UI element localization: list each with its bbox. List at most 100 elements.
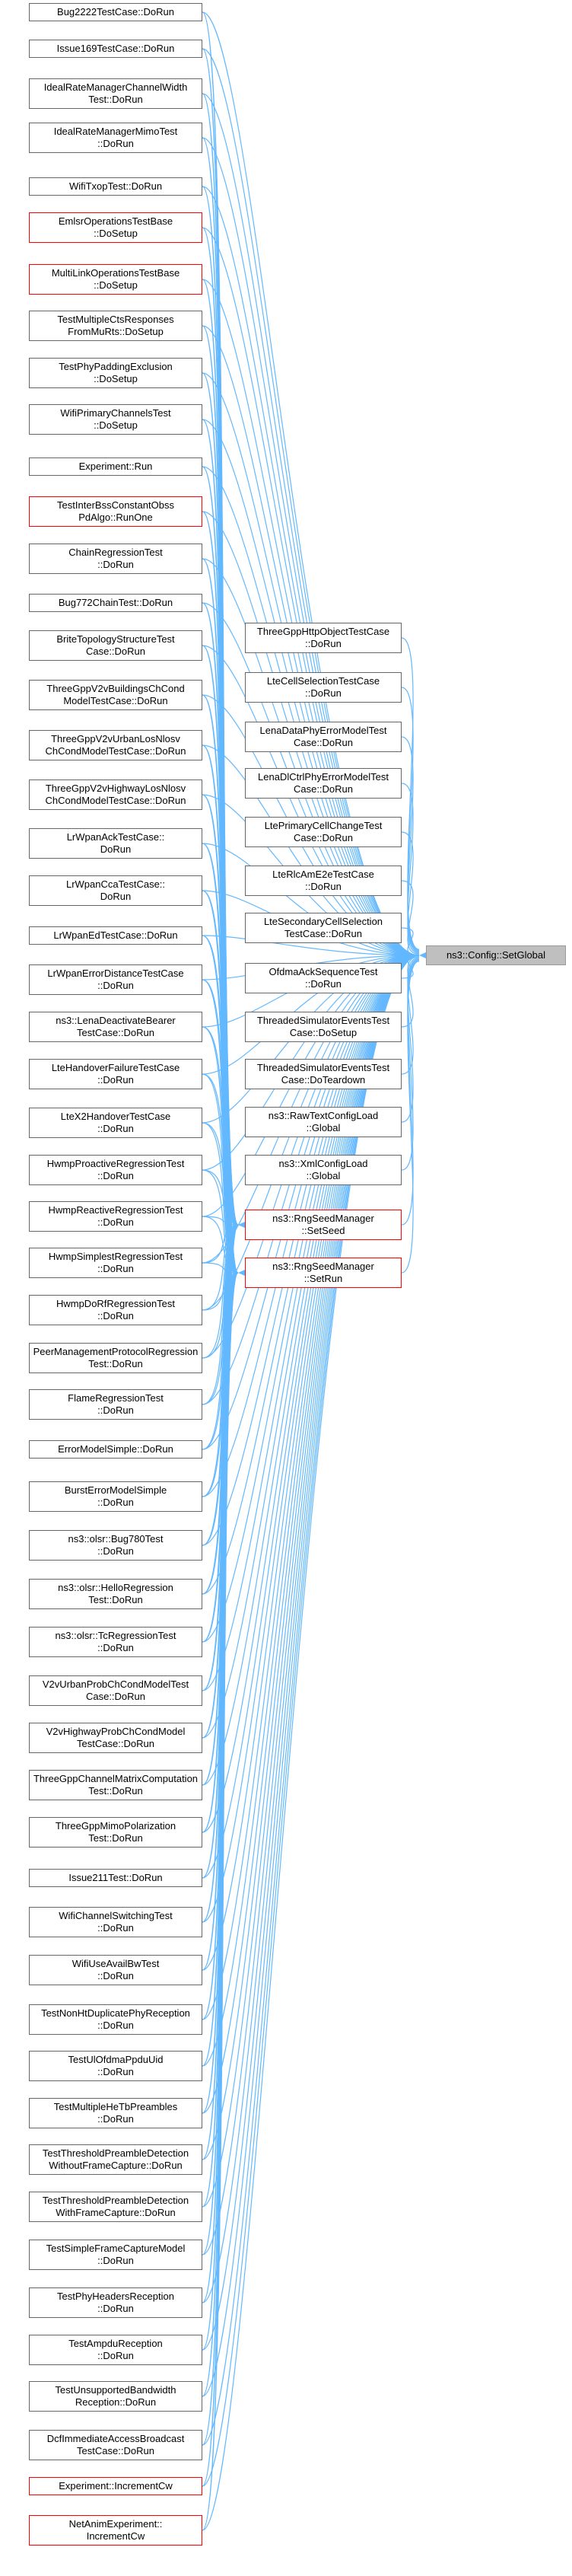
edge-caller-to-target [202,186,420,956]
caller-node[interactable]: Experiment::Run [29,457,202,476]
caller-node[interactable]: ThreeGppV2vHighwayLosNlosv ChCondModelTe… [29,779,202,810]
middle-node[interactable]: ns3::RngSeedManager ::SetSeed [245,1210,402,1240]
arrowhead-setrun [238,1270,245,1276]
edge-caller-to-setseed [202,1224,239,1405]
middle-node[interactable]: LteSecondaryCellSelection TestCase::DoRu… [245,913,402,943]
edge-caller-to-setseed [202,1224,239,1264]
caller-node[interactable]: ns3::olsr::HelloRegression Test::DoRun [29,1579,202,1609]
caller-node[interactable]: DcfImmediateAccessBroadcast TestCase::Do… [29,2430,202,2460]
target-node-config-setglobal[interactable]: ns3::Config::SetGlobal [426,945,566,965]
middle-node[interactable]: LenaDataPhyErrorModelTest Case::DoRun [245,722,402,752]
caller-node[interactable]: WifiChannelSwitchingTest ::DoRun [29,1907,202,1937]
caller-node[interactable]: TestPhyPaddingExclusion ::DoSetup [29,358,202,388]
middle-node[interactable]: ns3::RawTextConfigLoad ::Global [245,1107,402,1137]
caller-node[interactable]: WifiTxopTest::DoRun [29,177,202,196]
caller-node[interactable]: TestThresholdPreambleDetection WithFrame… [29,2192,202,2222]
middle-node[interactable]: LteCellSelectionTestCase ::DoRun [245,672,402,703]
edge-caller-to-target [202,955,420,2487]
edge-caller-to-target [202,955,420,1643]
caller-node[interactable]: HwmpProactiveRegressionTest ::DoRun [29,1155,202,1185]
caller-node[interactable]: ThreeGppChannelMatrixComputation Test::D… [29,1770,202,1800]
caller-node[interactable]: TestMultipleHeTbPreambles ::DoRun [29,2098,202,2128]
edge-caller-to-setseed [202,1224,239,1450]
edge-middle-to-target [401,960,420,1226]
caller-node[interactable]: TestNonHtDuplicatePhyReception ::DoRun [29,2004,202,2035]
edge-caller-to-target [202,955,420,1786]
middle-node[interactable]: OfdmaAckSequenceTest ::DoRun [245,963,402,993]
caller-node[interactable]: HwmpSimplestRegressionTest ::DoRun [29,1248,202,1278]
caller-node[interactable]: LrWpanCcaTestCase:: DoRun [29,875,202,906]
caller-node[interactable]: Issue169TestCase::DoRun [29,40,202,58]
edge-caller-to-setseed [202,1224,239,1359]
caller-node[interactable]: LteX2HandoverTestCase ::DoRun [29,1108,202,1138]
caller-node[interactable]: LteHandoverFailureTestCase ::DoRun [29,1059,202,1089]
caller-node[interactable]: EmlsrOperationsTestBase ::DoSetup [29,212,202,243]
caller-node[interactable]: TestAmpduReception ::DoRun [29,2335,202,2365]
arrowhead-target [419,952,426,958]
edge-caller-to-setseed [202,1122,239,1226]
edge-caller-to-target [202,955,420,2531]
middle-node[interactable]: LenaDlCtrlPhyErrorModelTest Case::DoRun [245,768,402,799]
edge-caller-to-target [202,955,420,1879]
middle-node[interactable]: ThreadedSimulatorEventsTest Case::DoSetu… [245,1012,402,1042]
arrowhead-setseed [238,1222,245,1228]
edge-caller-to-setseed [202,890,239,1226]
caller-node[interactable]: ns3::olsr::Bug780Test ::DoRun [29,1530,202,1561]
caller-node[interactable]: Bug2222TestCase::DoRun [29,3,202,21]
caller-node[interactable]: LrWpanEdTestCase::DoRun [29,926,202,945]
caller-node[interactable]: TestUlOfdmaPpduUid ::DoRun [29,2051,202,2081]
caller-node[interactable]: ns3::LenaDeactivateBearer TestCase::DoRu… [29,1012,202,1042]
caller-node[interactable]: WifiUseAvailBwTest ::DoRun [29,1955,202,1985]
caller-node[interactable]: LrWpanAckTestCase:: DoRun [29,828,202,859]
edge-middle-to-target [401,880,420,955]
edge-caller-to-target [202,955,420,2351]
caller-node[interactable]: TestSimpleFrameCaptureModel ::DoRun [29,2240,202,2270]
caller-node[interactable]: HwmpReactiveRegressionTest ::DoRun [29,1201,202,1232]
caller-node[interactable]: TestMultipleCtsResponses FromMuRts::DoSe… [29,311,202,341]
caller-node[interactable]: V2vHighwayProbChCondModel TestCase::DoRu… [29,1723,202,1753]
caller-node[interactable]: ThreeGppMimoPolarization Test::DoRun [29,1817,202,1848]
caller-node[interactable]: NetAnimExperiment:: IncrementCw [29,2515,202,2546]
caller-node[interactable]: Bug772ChainTest::DoRun [29,594,202,612]
edge-middle-to-target [401,687,420,951]
caller-node[interactable]: ns3::olsr::TcRegressionTest ::DoRun [29,1627,202,1657]
edge-caller-to-setseed [202,1169,239,1226]
caller-node[interactable]: Experiment::IncrementCw [29,2477,202,2495]
caller-node[interactable]: TestUnsupportedBandwidth Reception::DoRu… [29,2381,202,2412]
edge-middle-to-target [401,783,420,953]
middle-node[interactable]: ThreadedSimulatorEventsTest Case::DoTear… [245,1059,402,1089]
caller-node[interactable]: WifiPrimaryChannelsTest ::DoSetup [29,404,202,435]
caller-node[interactable]: ChainRegressionTest ::DoRun [29,544,202,574]
edge-middle-to-target [401,831,420,954]
caller-node[interactable]: BriteTopologyStructureTest Case::DoRun [29,630,202,661]
middle-node[interactable]: ns3::XmlConfigLoad ::Global [245,1155,402,1185]
caller-node[interactable]: TestInterBssConstantObss PdAlgo::RunOne [29,496,202,527]
caller-node[interactable]: ThreeGppV2vBuildingsChCond ModelTestCase… [29,680,202,710]
edge-caller-to-target [202,137,420,956]
caller-node[interactable]: HwmpDoRfRegressionTest ::DoRun [29,1295,202,1325]
edge-caller-to-setseed [202,843,239,1226]
caller-node[interactable]: ErrorModelSimple::DoRun [29,1440,202,1459]
caller-node[interactable]: TestThresholdPreambleDetection WithoutFr… [29,2144,202,2175]
middle-node[interactable]: ThreeGppHttpObjectTestCase ::DoRun [245,623,402,653]
caller-node[interactable]: IdealRateManagerMimoTest ::DoRun [29,123,202,153]
caller-node[interactable]: ThreeGppV2vUrbanLosNlosv ChCondModelTest… [29,730,202,760]
edge-caller-to-target [202,955,420,2208]
middle-node[interactable]: LteRlcAmE2eTestCase ::DoRun [245,866,402,896]
edge-caller-to-target [202,955,420,1739]
caller-node[interactable]: IdealRateManagerChannelWidth Test::DoRun [29,78,202,109]
edge-caller-to-target [202,744,420,956]
caller-node[interactable]: BurstErrorModelSimple ::DoRun [29,1481,202,1512]
middle-node[interactable]: LtePrimaryCellChangeTest Case::DoRun [245,817,402,847]
caller-node[interactable]: V2vUrbanProbChCondModelTest Case::DoRun [29,1675,202,1706]
middle-node[interactable]: ns3::RngSeedManager ::SetRun [245,1258,402,1288]
caller-node[interactable]: PeerManagementProtocolRegression Test::D… [29,1343,202,1373]
edge-caller-to-target [202,955,420,1833]
caller-node[interactable]: LrWpanErrorDistanceTestCase ::DoRun [29,964,202,995]
caller-node[interactable]: FlameRegressionTest ::DoRun [29,1389,202,1420]
caller-node[interactable]: TestPhyHeadersReception ::DoRun [29,2287,202,2318]
caller-node[interactable]: MultiLinkOperationsTestBase ::DoSetup [29,264,202,295]
caller-node[interactable]: Issue211Test::DoRun [29,1869,202,1887]
